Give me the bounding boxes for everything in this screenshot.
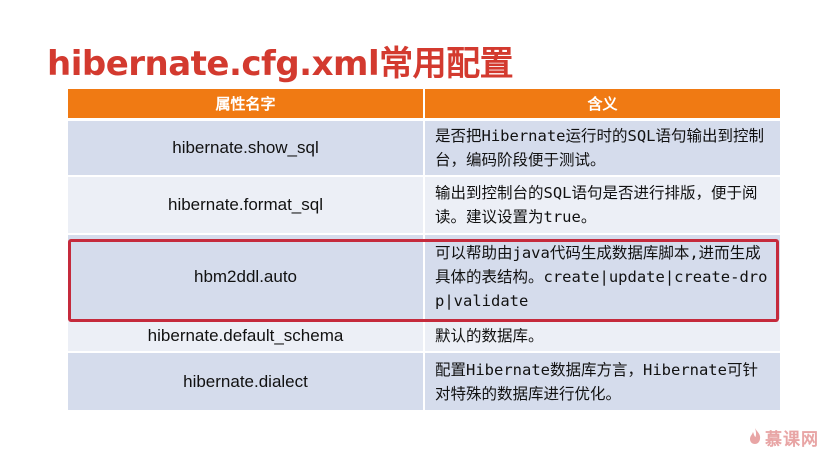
header-property-name: 属性名字 [68,89,425,121]
table-row: hibernate.show_sql 是否把Hibernate运行时的SQL语句… [68,119,780,177]
property-name-cell: hbm2ddl.auto [68,234,425,321]
table-row: hibernate.default_schema 默认的数据库。 [68,320,780,353]
header-meaning: 含义 [424,89,780,121]
property-desc-cell: 输出到控制台的SQL语句是否进行排版，便于阅读。建议设置为true。 [424,176,780,235]
property-desc-cell: 默认的数据库。 [424,320,780,353]
watermark-logo: 慕课网 [748,425,819,450]
property-desc-cell: 可以帮助由java代码生成数据库脚本,进而生成具体的表结构。create|upd… [424,234,780,321]
property-name-cell: hibernate.show_sql [68,119,425,177]
property-name-cell: hibernate.dialect [68,352,425,412]
table-row: hbm2ddl.auto 可以帮助由java代码生成数据库脚本,进而生成具体的表… [68,234,780,321]
property-name-cell: hibernate.format_sql [68,176,425,235]
watermark-text: 慕课网 [765,430,819,450]
table-row: hibernate.dialect 配置Hibernate数据库方言，Hiber… [68,352,780,412]
table-row: hibernate.format_sql 输出到控制台的SQL语句是否进行排版，… [68,176,780,235]
config-properties-table: 属性名字 含义 hibernate.show_sql 是否把Hibernate运… [68,89,780,412]
slide-title: hibernate.cfg.xml常用配置 [47,44,514,84]
property-desc-cell: 是否把Hibernate运行时的SQL语句输出到控制台，编码阶段便于测试。 [424,119,780,177]
property-desc-cell: 配置Hibernate数据库方言，Hibernate可针对特殊的数据库进行优化。 [424,352,780,412]
table-header-row: 属性名字 含义 [68,89,780,121]
flame-icon [748,427,762,449]
property-name-cell: hibernate.default_schema [68,320,425,353]
